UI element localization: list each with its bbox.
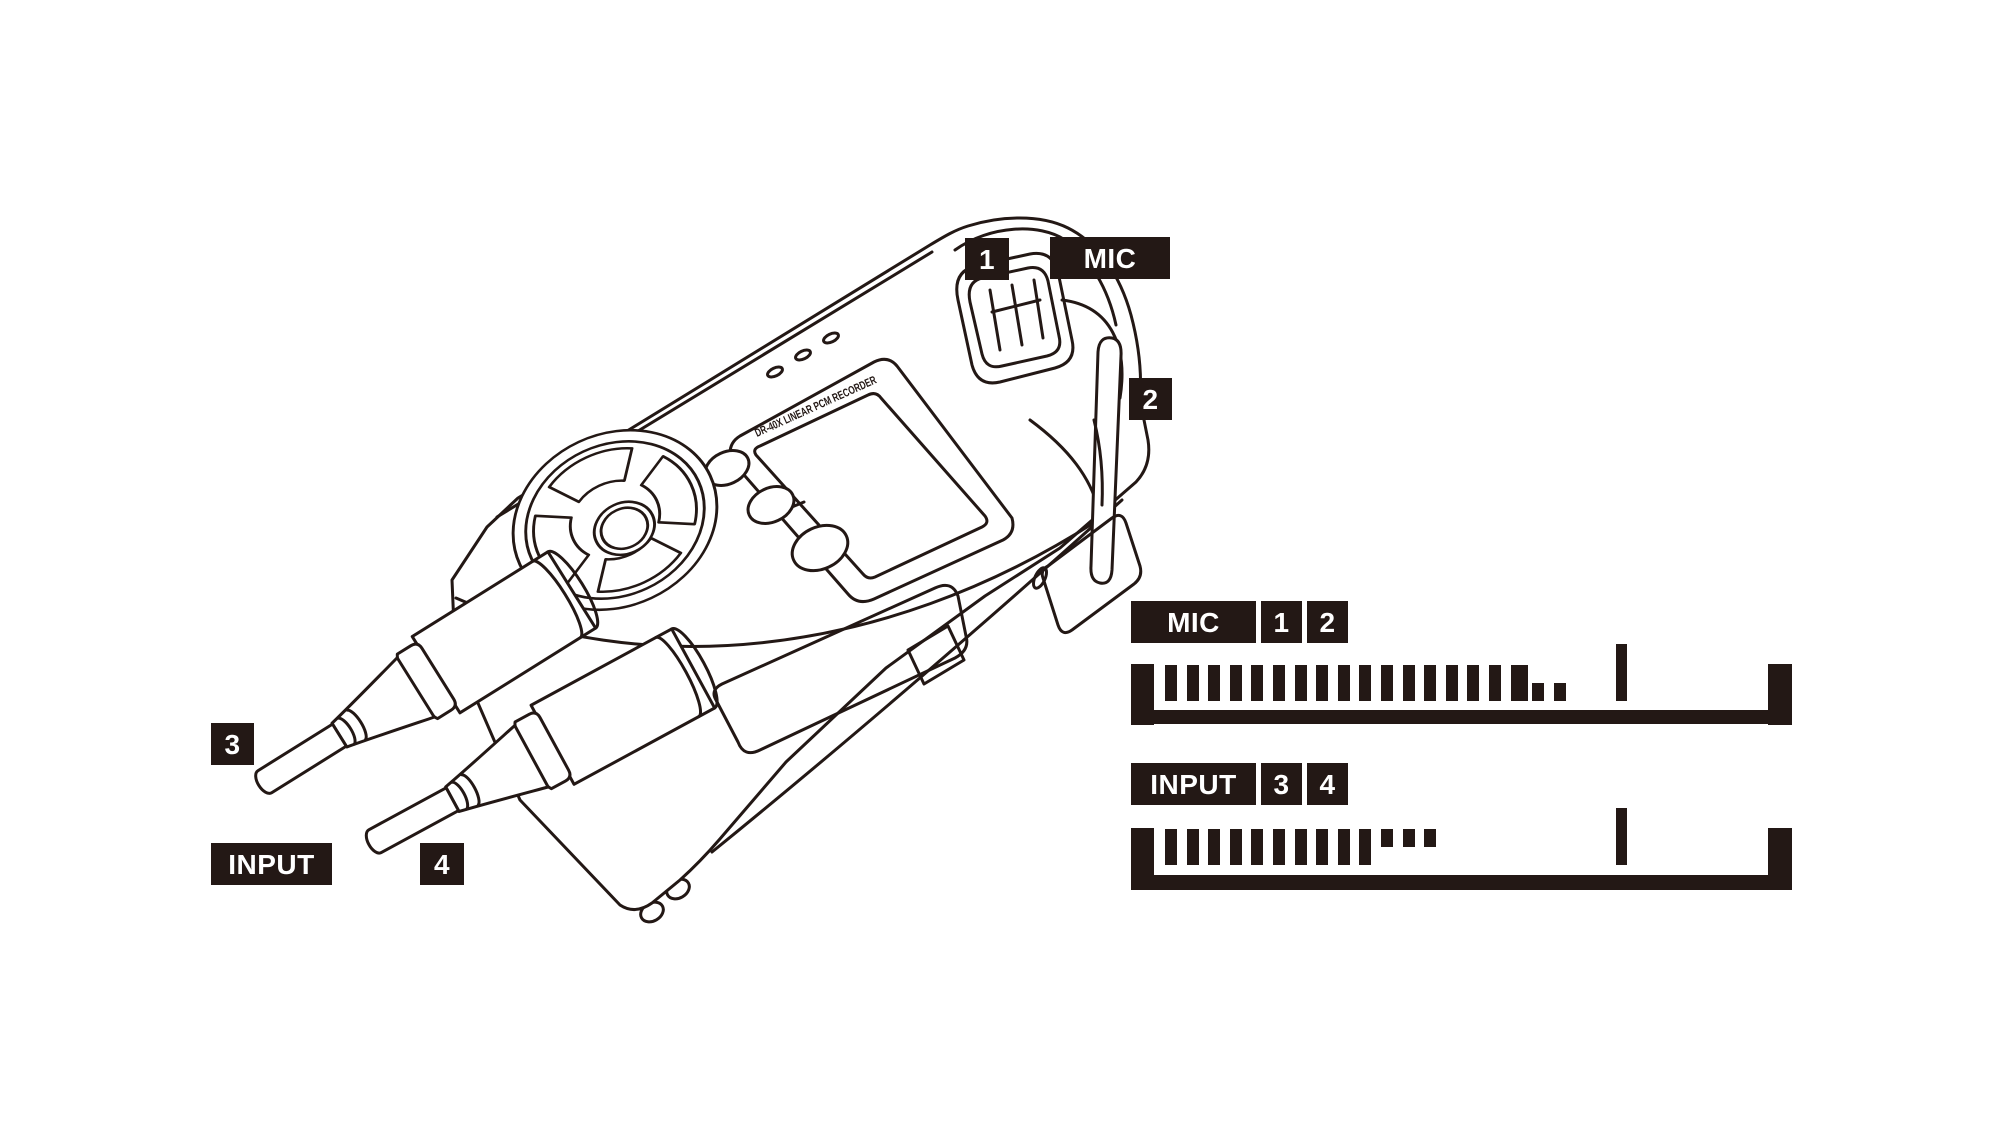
meter-bar — [1295, 665, 1307, 701]
callout-badge-4: 4 — [420, 843, 464, 885]
meter-bar — [1467, 665, 1479, 701]
meter-baseline — [1131, 710, 1792, 724]
meter-badge: 1 — [1261, 601, 1302, 643]
meter-bar-short — [1424, 829, 1436, 847]
meter-end-block — [1131, 828, 1154, 890]
meter-bar — [1403, 665, 1415, 701]
meter-bar — [1251, 665, 1263, 701]
meter-bar — [1489, 665, 1501, 701]
meter-badge: 2 — [1307, 601, 1348, 643]
meter-bar — [1316, 665, 1328, 701]
meter-end-block — [1131, 664, 1154, 725]
meter-bar — [1295, 829, 1307, 865]
side-mic-detail — [1092, 418, 1104, 507]
meter-bar — [1208, 665, 1220, 701]
meter-bar-short — [1403, 829, 1415, 847]
peak-marker — [1616, 808, 1627, 865]
meter-bar — [1446, 665, 1458, 701]
meter-badge: 4 — [1307, 763, 1348, 805]
meter-bar — [1165, 665, 1177, 701]
screen-display — [753, 392, 989, 580]
meter-bar — [1187, 665, 1199, 701]
meter-bar-short — [1554, 683, 1566, 701]
meter-bar — [1338, 665, 1350, 701]
side-panel — [712, 583, 969, 755]
meter-bar-short — [1381, 829, 1393, 847]
meter-bar — [1208, 829, 1220, 865]
vent-marks — [766, 331, 840, 379]
meter-bar — [1316, 829, 1328, 865]
meter-bar — [1511, 665, 1528, 701]
meter-bar — [1359, 829, 1371, 865]
callout-badge-mic: MIC — [1050, 237, 1170, 279]
meter-badge: MIC — [1131, 601, 1256, 643]
meter-bar — [1230, 665, 1242, 701]
meter-bar — [1187, 829, 1199, 865]
meter-bar — [1230, 829, 1242, 865]
function-buttons — [703, 449, 850, 573]
callout-badge-input: INPUT — [211, 843, 332, 885]
meter-bar — [1273, 829, 1285, 865]
battery-door — [1040, 513, 1143, 635]
callout-badge-3: 3 — [211, 723, 254, 765]
callout-badge-2: 2 — [1129, 378, 1172, 420]
bottom-bevel-line — [710, 498, 1124, 854]
meter-bar — [1165, 829, 1177, 865]
meter-bar — [1251, 829, 1263, 865]
peak-marker — [1616, 644, 1627, 701]
meter-bar — [1338, 829, 1350, 865]
xlr-connector-2 — [364, 627, 719, 855]
meter-bar — [1273, 665, 1285, 701]
side-latch — [906, 624, 966, 686]
nav-wheel — [511, 428, 719, 612]
meter-bar — [1381, 665, 1393, 701]
meter-baseline — [1131, 875, 1792, 890]
meter-bar — [1359, 665, 1371, 701]
meter-badge: 3 — [1261, 763, 1302, 805]
xlr-connector-1 — [254, 549, 600, 795]
meter-bar — [1424, 665, 1436, 701]
callout-badge-1: 1 — [965, 238, 1009, 280]
meter-bar-short — [1532, 683, 1544, 701]
side-mic — [1089, 336, 1123, 585]
meter-badge: INPUT — [1131, 763, 1256, 805]
